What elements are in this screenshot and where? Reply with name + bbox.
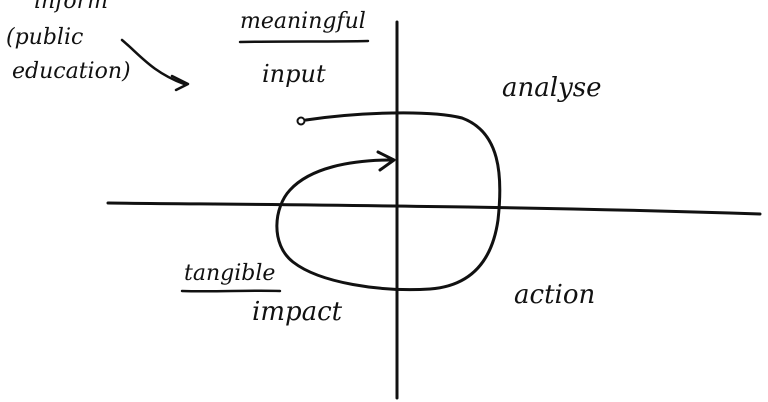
loop-start-point <box>296 116 306 126</box>
vertical-axis <box>395 20 399 400</box>
loop-arrowhead <box>376 150 396 172</box>
horizontal-axis <box>106 201 762 216</box>
inform-arrow <box>120 38 186 86</box>
label-education: education) <box>12 59 131 84</box>
meaningful-underline <box>238 39 370 44</box>
label-inform: inform <box>34 0 108 14</box>
feedback-loop <box>275 111 502 292</box>
inform-arrowhead <box>170 74 190 92</box>
label-analyse: analyse <box>502 73 601 103</box>
label-public: (public <box>6 25 83 50</box>
label-impact: impact <box>252 297 343 327</box>
tangible-underline <box>180 289 282 293</box>
label-action: action <box>514 280 595 310</box>
label-meaningful: meaningful <box>240 9 366 34</box>
label-input: input <box>262 60 326 88</box>
label-tangible: tangible <box>184 261 275 286</box>
